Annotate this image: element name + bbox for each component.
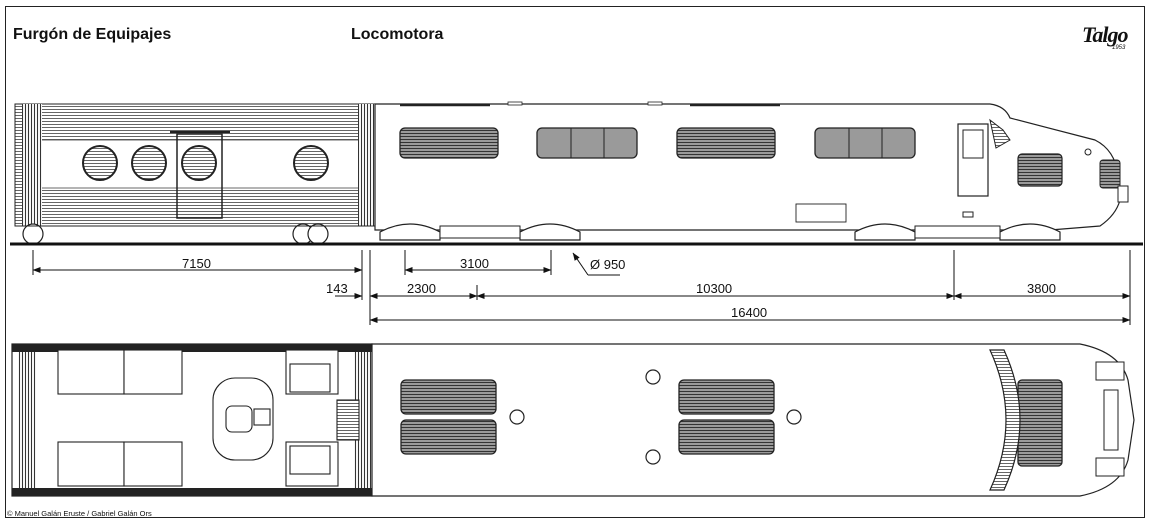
dim-front-overhang: 2300: [407, 281, 436, 296]
dim-rear-overhang: 3800: [1027, 281, 1056, 296]
dim-bogie-centers: 10300: [696, 281, 733, 296]
logo-year: 1953: [1112, 45, 1126, 51]
dim-loco-length: 16400: [731, 305, 768, 320]
baggage-car-title: Furgón de Equipajes: [13, 26, 172, 43]
locomotive-title: Locomotora: [351, 26, 444, 43]
talgo-logo: Talgo: [1082, 22, 1129, 47]
locomotive-side: [374, 101, 1129, 241]
dim-baggage-length: 7150: [182, 256, 211, 271]
baggage-car-side: [14, 103, 376, 245]
dim-bogie-wheelbase: 3100: [460, 256, 489, 271]
copyright-notice: © Manuel Galán Eruste / Gabriel Galán Or…: [7, 509, 152, 518]
dim-gap: 143: [326, 281, 348, 296]
baggage-car-top: [11, 343, 373, 497]
locomotive-top: [371, 343, 1135, 497]
dim-wheel-diameter: Ø 950: [590, 257, 626, 272]
dimension-lines: [32, 250, 1131, 325]
drawing-frame: [5, 6, 1145, 518]
